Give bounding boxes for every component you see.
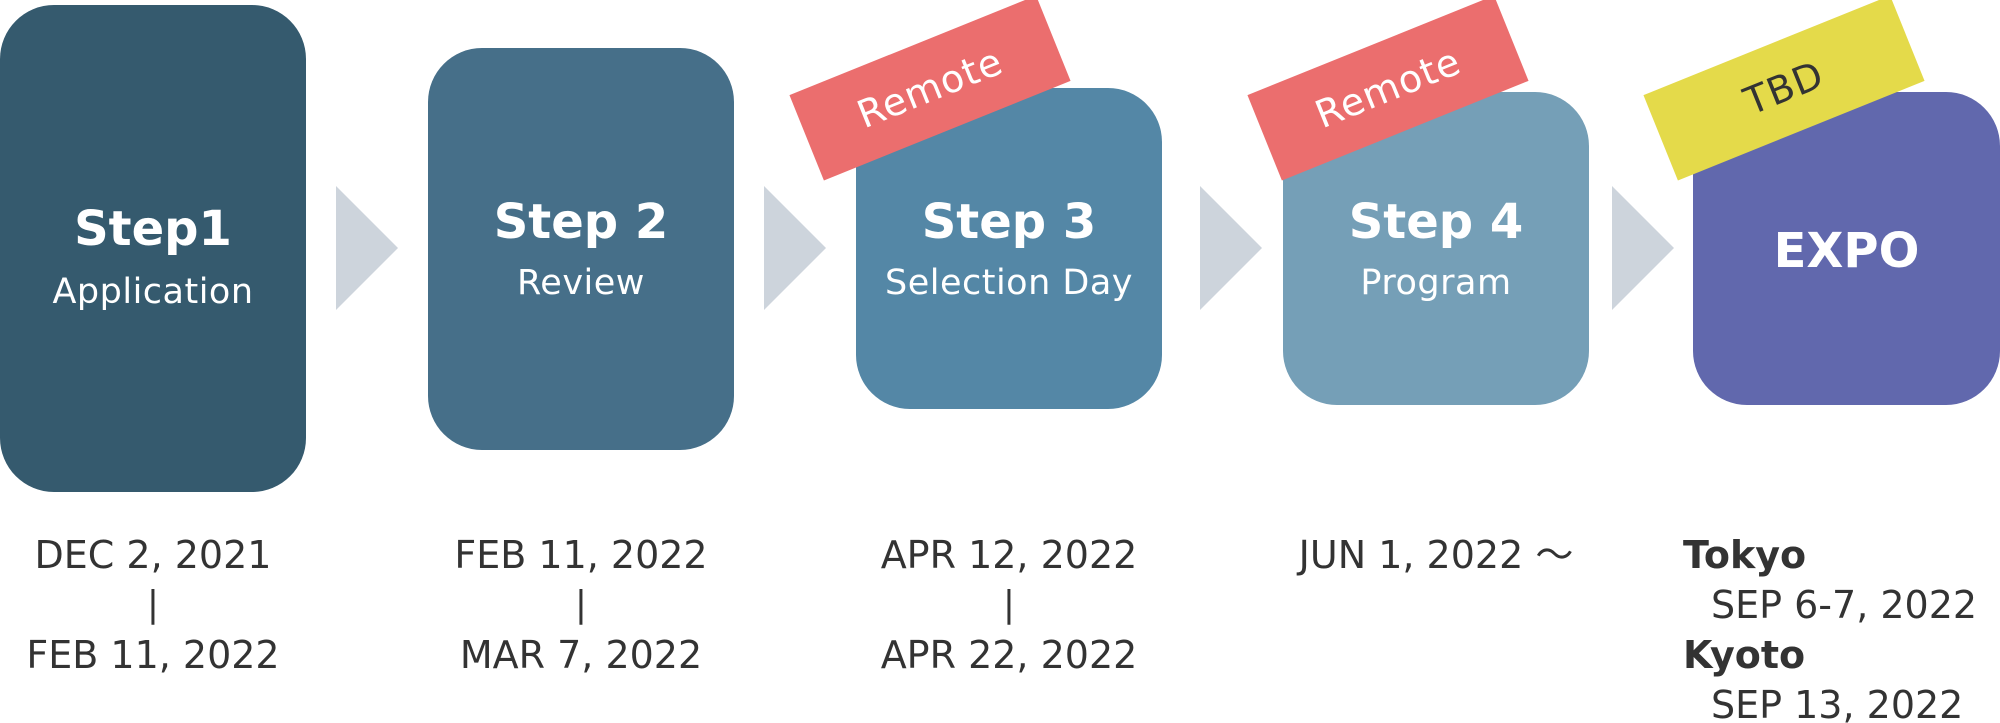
step-1-date-end: FEB 11, 2022 bbox=[26, 633, 280, 677]
arrow-2-icon bbox=[764, 186, 826, 310]
step-2-date-end: MAR 7, 2022 bbox=[459, 633, 703, 677]
step-2-box: Step 2 Review bbox=[428, 48, 734, 450]
expo-city-kyoto: Kyoto bbox=[1683, 633, 1806, 677]
step-1-title: Step1 bbox=[74, 201, 232, 257]
step-1-dates: DEC 2, 2021 | FEB 11, 2022 bbox=[0, 530, 306, 680]
step-2-date-start: FEB 11, 2022 bbox=[454, 533, 708, 577]
step-4-box: Step 4 Program bbox=[1283, 92, 1589, 405]
step-3-date-separator: | bbox=[1002, 584, 1016, 625]
step-4-title: Step 4 bbox=[1348, 194, 1524, 250]
step-4-dates: JUN 1, 2022 〜 bbox=[1283, 530, 1589, 580]
expo-title: EXPO bbox=[1773, 223, 1920, 279]
step-4-subtitle: Program bbox=[1360, 263, 1512, 303]
step-3-date-end: APR 22, 2022 bbox=[880, 633, 1138, 677]
arrow-1-icon bbox=[336, 186, 398, 310]
step-1-date-start: DEC 2, 2021 bbox=[34, 533, 272, 577]
step-2-date-separator: | bbox=[574, 584, 588, 625]
expo-date-kyoto: SEP 13, 2022 bbox=[1711, 683, 1964, 723]
step-2-subtitle: Review bbox=[517, 263, 645, 303]
step-3-subtitle: Selection Day bbox=[884, 263, 1134, 303]
step-4-date-start: JUN 1, 2022 〜 bbox=[1298, 533, 1574, 577]
step-2-dates: FEB 11, 2022 | MAR 7, 2022 bbox=[428, 530, 734, 680]
expo-schedule: Tokyo SEP 6-7, 2022 Kyoto SEP 13, 2022 bbox=[1683, 530, 2000, 723]
arrow-4-icon bbox=[1612, 186, 1674, 310]
arrow-3-icon bbox=[1200, 186, 1262, 310]
expo-city-tokyo: Tokyo bbox=[1683, 533, 1807, 577]
step-1-date-separator: | bbox=[146, 584, 160, 625]
step-1-subtitle: Application bbox=[52, 272, 254, 312]
step-3-dates: APR 12, 2022 | APR 22, 2022 bbox=[856, 530, 1162, 680]
step-2-title: Step 2 bbox=[493, 194, 669, 250]
expo-tag-label: TBD bbox=[1737, 52, 1831, 124]
step-3-title: Step 3 bbox=[921, 194, 1097, 250]
step-1-box: Step1 Application bbox=[0, 5, 306, 492]
expo-date-tokyo: SEP 6-7, 2022 bbox=[1711, 583, 1978, 627]
step-3-date-start: APR 12, 2022 bbox=[880, 533, 1138, 577]
